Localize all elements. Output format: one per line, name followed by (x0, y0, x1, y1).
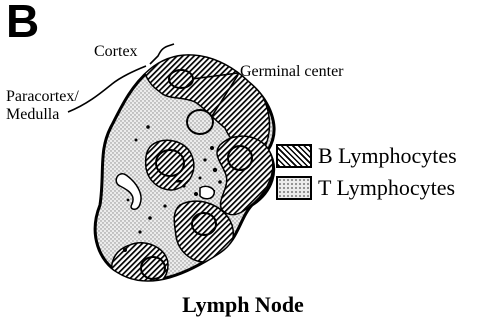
germinal-center-label: Germinal center (240, 63, 344, 81)
paracortex-label: Paracortex/ (6, 88, 79, 106)
bottom-b-zone (112, 243, 168, 291)
legend-label: B Lymphocytes (318, 145, 457, 167)
cortex-label: Cortex (94, 43, 138, 61)
legend-item-t-lymphocytes: T Lymphocytes (276, 172, 457, 204)
hatched-swatch (276, 144, 312, 168)
legend: B Lymphocytes T Lymphocytes (276, 140, 457, 204)
medullary-sinus (200, 186, 214, 198)
mid-b-zone (146, 140, 194, 190)
figure-caption: Lymph Node (0, 292, 486, 318)
legend-item-b-lymphocytes: B Lymphocytes (276, 140, 457, 172)
stippled-swatch (276, 176, 312, 200)
medulla-label: Medulla (6, 106, 59, 124)
legend-label: T Lymphocytes (318, 177, 455, 199)
